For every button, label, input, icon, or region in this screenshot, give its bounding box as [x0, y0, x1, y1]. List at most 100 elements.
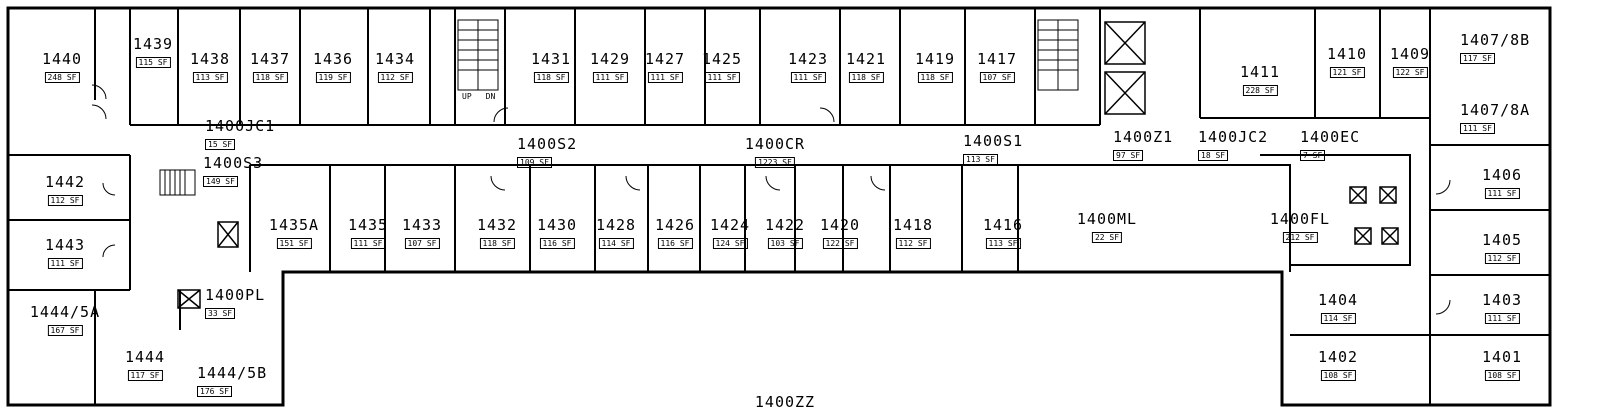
room-number: 1401	[1481, 348, 1523, 366]
room-area: 121 SF	[1329, 67, 1365, 78]
room-1430: 1430 116 SF	[537, 218, 577, 251]
room-1400cr: 1400CR 1223 SF	[745, 137, 805, 170]
room-area: 115 SF	[135, 57, 171, 68]
room-area: 7 SF	[1300, 150, 1326, 161]
room-area: 117 SF	[127, 370, 163, 381]
room-area: 228 SF	[1242, 85, 1278, 96]
room-number: 1430	[536, 216, 578, 234]
room-number: 1409	[1389, 45, 1431, 63]
room-area: 116 SF	[539, 238, 575, 249]
room-1411: 1411 228 SF	[1240, 65, 1280, 98]
room-number: 1403	[1481, 291, 1523, 309]
room-area: 111 SF	[1460, 123, 1495, 134]
room-number: 1400S3	[203, 154, 264, 172]
room-area: 112 SF	[1484, 253, 1520, 264]
room-area: 151 SF	[276, 238, 312, 249]
stair-up-label: UP	[462, 92, 472, 101]
room-1400ml: 1400ML 22 SF	[1077, 212, 1137, 245]
room-number: 1411	[1239, 63, 1281, 81]
room-area: 111 SF	[1484, 313, 1520, 324]
room-area: 111 SF	[47, 258, 83, 269]
stair-down-label: DN	[485, 92, 496, 101]
room-number: 1405	[1481, 231, 1523, 249]
room-number: 1418	[892, 216, 934, 234]
room-number: 1407/8A	[1460, 101, 1531, 119]
room-number: 1407/8B	[1460, 31, 1531, 49]
room-1432: 1432 118 SF	[477, 218, 517, 251]
room-number: 1434	[374, 50, 416, 68]
room-number: 1439	[132, 35, 174, 53]
room-number: 1400ML	[1076, 210, 1138, 228]
room-area: 22 SF	[1091, 232, 1123, 243]
door-swing-icon	[91, 84, 1451, 315]
room-number: 1400PL	[205, 286, 266, 304]
room-area: 212 SF	[1282, 232, 1318, 243]
room-area: 107 SF	[979, 72, 1015, 83]
room-area: 111 SF	[704, 72, 740, 83]
room-number: 1438	[189, 50, 231, 68]
room-number: 1400CR	[744, 135, 806, 153]
room-number: 1426	[654, 216, 696, 234]
room-area: 119 SF	[315, 72, 351, 83]
room-area: 114 SF	[1320, 313, 1356, 324]
room-1407-8a: 1407/8A 111 SF	[1460, 103, 1530, 136]
room-number: 1420	[819, 216, 861, 234]
room-number: 1444/5A	[29, 303, 101, 321]
room-1426: 1426 116 SF	[655, 218, 695, 251]
room-area: 112 SF	[47, 195, 83, 206]
room-1434: 1434 112 SF	[375, 52, 415, 85]
room-area: 117 SF	[1460, 53, 1495, 64]
room-number: 1423	[787, 50, 829, 68]
room-area: 1223 SF	[755, 157, 795, 168]
room-1407-8b: 1407/8B 117 SF	[1460, 33, 1530, 66]
room-area: 118 SF	[252, 72, 288, 83]
stair-markers: UP DN	[462, 92, 495, 101]
room-area: 116 SF	[657, 238, 693, 249]
room-number: 1406	[1481, 166, 1523, 184]
room-area: 118 SF	[479, 238, 515, 249]
room-number: 1400JC1	[205, 117, 276, 135]
room-number: 1443	[44, 236, 86, 254]
room-1419: 1419 118 SF	[915, 52, 955, 85]
room-area: 124 SF	[712, 238, 748, 249]
room-1443: 1443 111 SF	[45, 238, 85, 271]
room-area: 109 SF	[517, 157, 552, 168]
room-area: 15 SF	[205, 139, 236, 150]
room-number: 1444	[124, 348, 166, 366]
room-1417: 1417 107 SF	[977, 52, 1017, 85]
room-number: 1421	[845, 50, 887, 68]
room-area: 33 SF	[205, 308, 236, 319]
room-number: 1419	[914, 50, 956, 68]
room-area: 111 SF	[1484, 188, 1520, 199]
room-area: 112 SF	[377, 72, 413, 83]
room-area: 118 SF	[533, 72, 569, 83]
room-number: 1400Z1	[1113, 128, 1174, 146]
room-area: 118 SF	[917, 72, 953, 83]
room-number: 1435A	[268, 216, 320, 234]
corridor-bottom-wall	[250, 164, 1291, 272]
room-number: 1432	[476, 216, 518, 234]
room-number: 1417	[976, 50, 1018, 68]
